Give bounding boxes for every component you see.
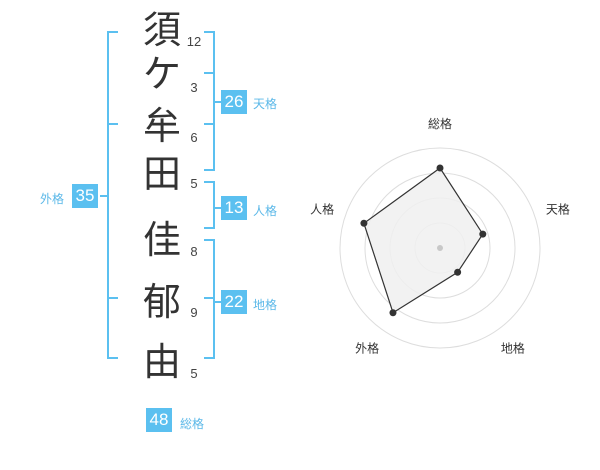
chikaku-badge: 22 <box>221 290 247 314</box>
radar-point-天格 <box>479 230 487 238</box>
stroke-count-2: 3 <box>190 80 198 95</box>
radar-axis-label: 外格 <box>355 340 379 355</box>
stroke-count-7: 5 <box>190 366 198 381</box>
stroke-count-5: 8 <box>190 244 198 259</box>
name-char-1: 須 <box>142 8 181 52</box>
radar-point-人格 <box>360 219 368 227</box>
radar-point-総格 <box>436 164 444 172</box>
radar-axis-label: 地格 <box>501 340 525 355</box>
tenkaku-label: 天格 <box>253 97 278 111</box>
stroke-count-6: 9 <box>190 305 198 320</box>
radar-axis-label: 天格 <box>546 202 570 217</box>
jinkaku-label: 人格 <box>253 204 278 218</box>
name-char-4: 田 <box>142 152 181 196</box>
name-char-5: 佳 <box>142 218 181 262</box>
gaikaku-badge: 35 <box>72 184 98 208</box>
gaikaku-label: 外格 <box>40 192 65 206</box>
radar-center-dot <box>437 245 443 251</box>
tenkaku-badge: 26 <box>221 90 247 114</box>
name-char-2: ケ <box>142 52 181 96</box>
stroke-count-4: 5 <box>190 176 198 191</box>
name-char-7: 由 <box>142 340 181 384</box>
stroke-count-3: 6 <box>190 130 198 145</box>
jinkaku-bracket <box>204 181 215 229</box>
soukaku-label: 総格 <box>180 417 205 431</box>
radar-grid-ring <box>339 147 541 349</box>
radar-point-外格 <box>389 309 397 317</box>
name-char-3: 牟 <box>142 104 181 148</box>
name-char-6: 郁 <box>142 280 181 324</box>
jinkaku-badge: 13 <box>221 196 247 220</box>
stroke-count-1: 12 <box>186 34 202 49</box>
chikaku-label: 地格 <box>253 298 278 312</box>
radar-points <box>360 164 487 317</box>
radar-axis-label: 総格 <box>428 116 452 131</box>
soukaku-badge: 48 <box>146 408 172 432</box>
radar-axis-label: 人格 <box>310 202 334 217</box>
radar-polygon <box>363 167 484 314</box>
radar-point-地格 <box>454 268 462 276</box>
